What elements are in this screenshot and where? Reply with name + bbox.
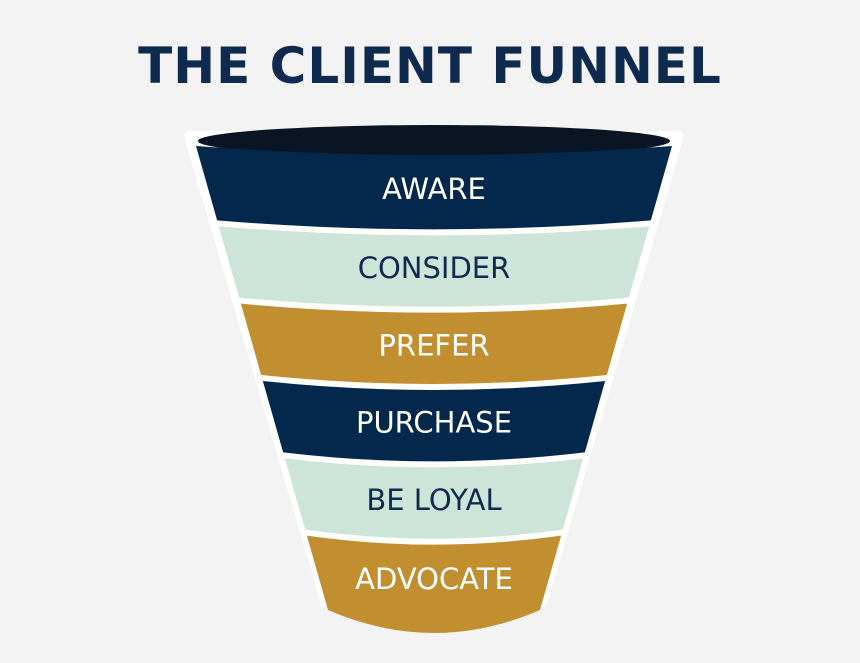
funnel-band-aware: [196, 146, 672, 230]
funnel-label-prefer: PREFER: [378, 328, 489, 362]
funnel-band-be-loyal: [284, 458, 584, 539]
funnel-label-consider: CONSIDER: [358, 251, 511, 285]
funnel-label-advocate: ADVOCATE: [355, 562, 513, 596]
funnel-label-be-loyal: BE LOYAL: [366, 483, 501, 517]
funnel-band-advocate: [306, 535, 562, 633]
funnel-bands: [196, 146, 672, 633]
funnel-band-purchase: [262, 381, 606, 462]
funnel-rim: [198, 125, 670, 157]
funnel-band-consider: [218, 226, 650, 307]
funnel-label-purchase: PURCHASE: [356, 406, 512, 440]
funnel-labels: AWARE CONSIDER PREFER PURCHASE BE LOYAL ADVOC…: [355, 172, 513, 596]
funnel-label-aware: AWARE: [382, 172, 486, 206]
page-title: THE CLIENT FUNNEL: [138, 37, 722, 95]
funnel-band-prefer: [240, 303, 628, 384]
